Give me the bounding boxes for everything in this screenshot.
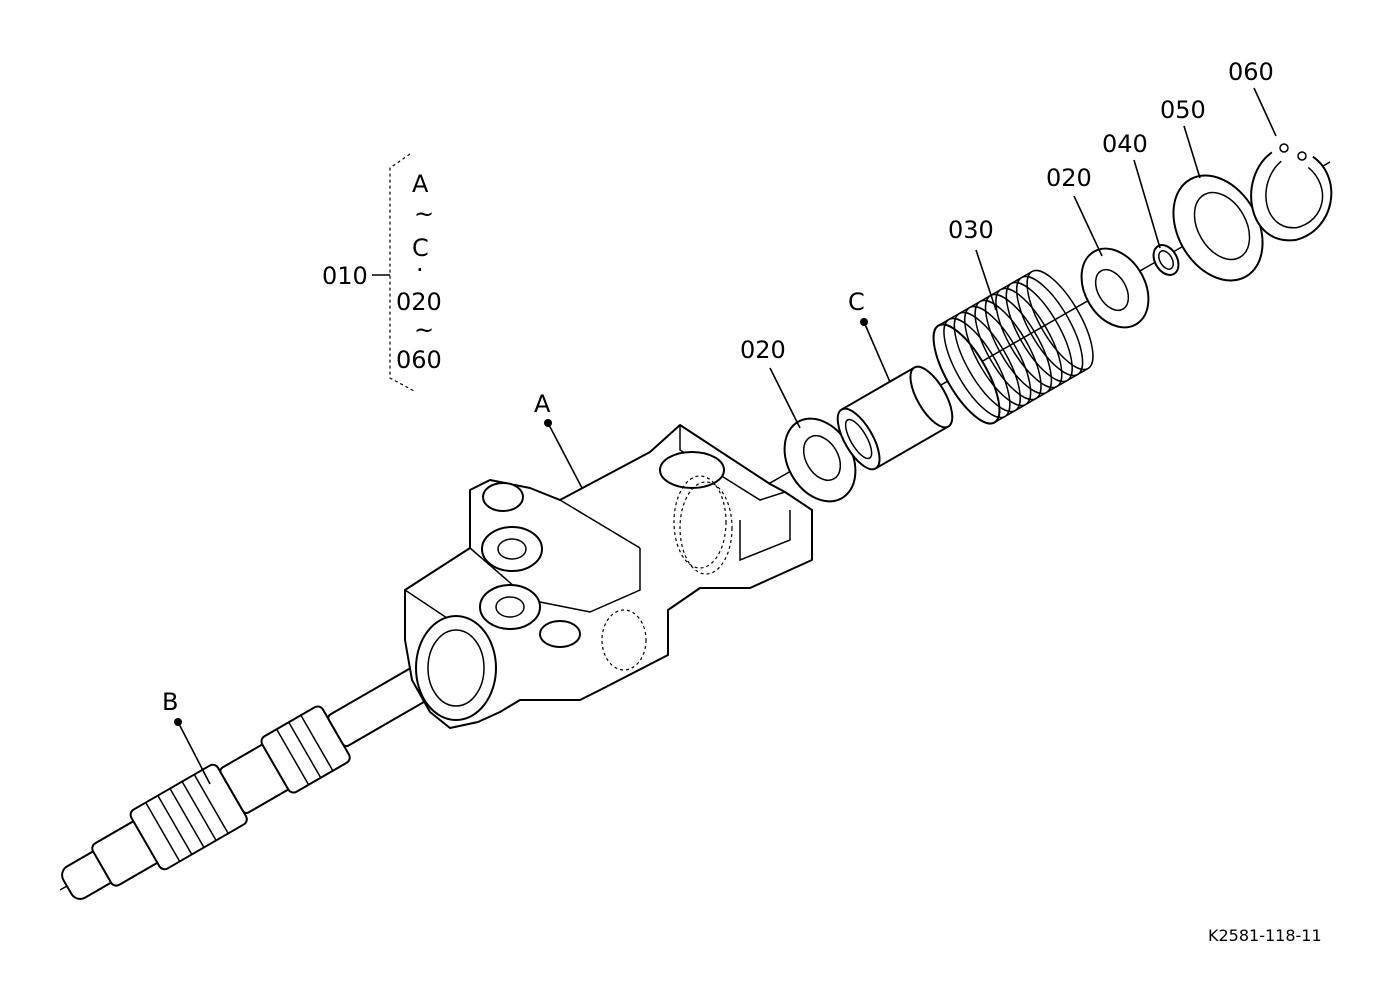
label-range-c: C <box>412 234 429 262</box>
plug-top <box>659 451 725 489</box>
label-010: 010 <box>322 262 368 290</box>
label-range-020: 020 <box>396 288 442 316</box>
label-part-b: B <box>162 688 178 716</box>
label-range-tilde2: ~ <box>414 316 434 344</box>
label-range-tilde1: ~ <box>414 200 434 228</box>
washer-020-left <box>783 417 857 503</box>
assembly-bracket <box>372 153 417 393</box>
spring-030 <box>932 269 1094 425</box>
label-washer-020-left: 020 <box>740 336 786 364</box>
label-spring-030: 030 <box>948 216 994 244</box>
label-clip-040: 040 <box>1102 130 1148 158</box>
port-hole <box>479 584 541 630</box>
label-snap-ring-060: 060 <box>1228 58 1274 86</box>
drawing-code: K2581-118-11 <box>1208 926 1322 945</box>
leader-lines <box>174 87 1277 785</box>
washer-020-right <box>1080 247 1150 329</box>
label-range-a: A <box>412 170 429 198</box>
label-washer-050: 050 <box>1160 96 1206 124</box>
label-washer-020-right: 020 <box>1046 164 1092 192</box>
snap-ring-060 <box>1250 143 1333 242</box>
port-hole <box>539 620 581 648</box>
port-hole <box>481 526 543 572</box>
label-part-a: A <box>534 390 551 418</box>
label-range-060: 060 <box>396 346 442 374</box>
clip-040 <box>1152 244 1180 276</box>
label-range-dot: · <box>416 256 424 284</box>
label-part-c: C <box>848 288 865 316</box>
sleeve-part-c <box>836 365 954 471</box>
valve-body-part-a <box>404 424 813 729</box>
port-hole <box>482 482 524 512</box>
